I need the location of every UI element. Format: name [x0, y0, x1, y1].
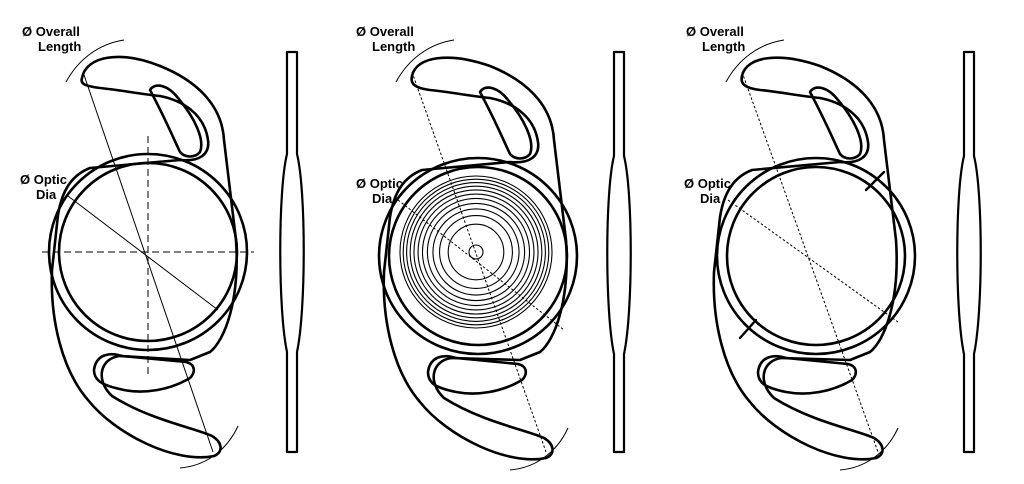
upper-haptic-hole — [148, 84, 203, 158]
measurement-lines-2 — [395, 39, 569, 471]
optic-dia-label-2: Ø Optic Dia — [356, 176, 403, 206]
diffractive-ring — [432, 208, 520, 296]
overall-length-label-3: Ø Overall Length — [686, 24, 746, 54]
optic-inner-ring — [725, 165, 907, 347]
diffractive-ring — [468, 244, 484, 260]
lens-side-profile-2 — [606, 50, 632, 454]
overall-length-arc-top — [725, 39, 785, 83]
overall-length-arc-bottom — [509, 427, 569, 471]
lower-haptic-hole — [92, 352, 196, 393]
lens-front-view-2 — [377, 56, 579, 461]
diffractive-ring — [399, 175, 553, 329]
diffractive-ring — [421, 197, 531, 307]
optic-dia-line — [727, 199, 899, 323]
overall-length-arc-top — [395, 39, 455, 83]
diffractive-ring — [417, 193, 535, 311]
diameter-symbol: Ø — [356, 24, 367, 39]
diameter-symbol: Ø — [684, 176, 695, 191]
lens-outline — [50, 55, 238, 459]
lens-front-view-3 — [712, 56, 917, 461]
diffractive-ring — [439, 215, 513, 289]
upper-haptic-hole — [808, 86, 863, 160]
optic-dia-label-1: Ø Optic Dia — [20, 172, 67, 202]
diffractive-ring — [413, 189, 539, 315]
optic-dia-line — [397, 199, 565, 331]
optic-outer-ring — [377, 156, 579, 356]
upper-haptic-hole — [478, 86, 533, 160]
lower-haptic-hole — [426, 354, 528, 395]
toric-axis-mark-bottom — [738, 318, 758, 340]
optic-dia-line — [67, 195, 219, 311]
diffractive-ring — [409, 185, 543, 319]
optic-outer-ring — [715, 156, 917, 356]
overall-length-arc-top — [65, 39, 125, 83]
overall-length-label-1: Ø Overall Length — [22, 24, 82, 54]
diffractive-ring — [426, 202, 526, 302]
overall-length-label-2: Ø Overall Length — [356, 24, 416, 54]
overall-length-arc-bottom — [839, 427, 899, 471]
diffractive-ring — [406, 182, 546, 322]
diameter-symbol: Ø — [356, 176, 367, 191]
diffractive-ring — [402, 178, 550, 326]
lens-side-profile-3 — [956, 50, 982, 454]
measurement-lines-3 — [725, 39, 899, 471]
lower-haptic-hole — [756, 354, 858, 395]
diameter-symbol: Ø — [22, 24, 33, 39]
overall-length-arc-bottom — [179, 425, 239, 469]
lens-side-profile-1 — [279, 50, 305, 454]
measurement-lines-1 — [42, 39, 254, 469]
diffractive-ring — [447, 223, 505, 281]
diffractive-rings — [399, 175, 553, 329]
diameter-symbol: Ø — [686, 24, 697, 39]
lens-outline — [712, 56, 898, 461]
diameter-symbol: Ø — [20, 172, 31, 187]
optic-inner-ring — [387, 165, 569, 347]
toric-axis-mark-top — [864, 170, 886, 192]
optic-dia-label-3: Ø Optic Dia — [684, 176, 731, 206]
